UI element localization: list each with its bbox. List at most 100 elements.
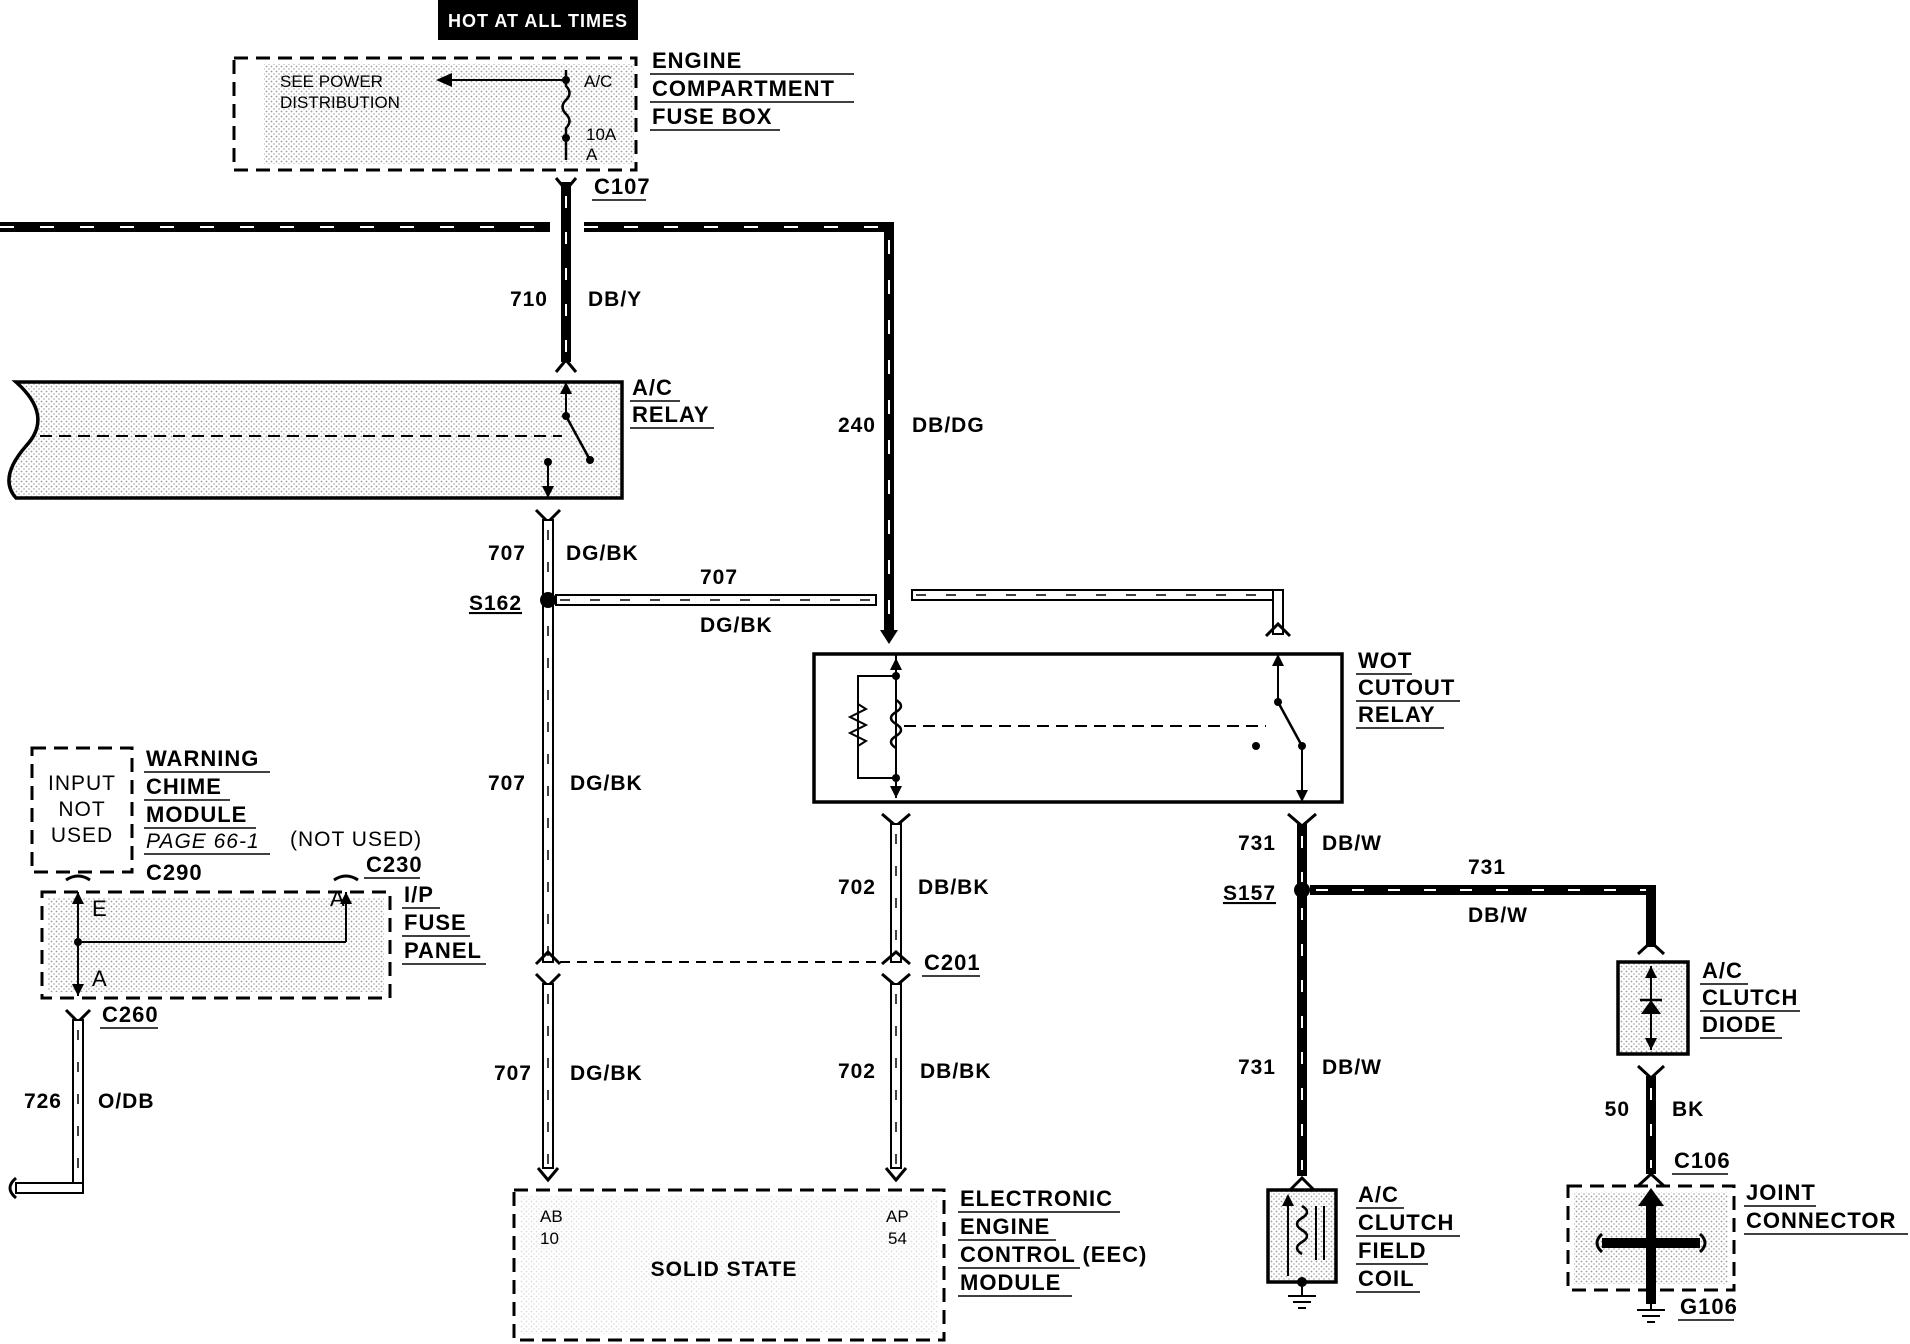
w702-color-2: DB/BK: [920, 1060, 992, 1083]
w702-number-2: 702: [838, 1060, 876, 1083]
fuse-pin: A: [586, 145, 598, 164]
w50-number: 50: [1605, 1098, 1630, 1121]
ac-relay-title-2: RELAY: [632, 402, 710, 427]
wot-relay-title-3: RELAY: [1358, 702, 1436, 727]
w707-number-1: 707: [488, 542, 526, 565]
w240-number: 240: [838, 414, 876, 437]
c107-label: C107: [594, 174, 651, 199]
ac-relay-title-1: A/C: [632, 375, 673, 400]
w731-number-1: 731: [1238, 832, 1276, 855]
eec-pin-ap: AP: [886, 1207, 909, 1226]
c290-label: C290: [146, 860, 203, 885]
wot-cutout-relay: [812, 652, 1344, 804]
input-not-used-1: INPUT: [48, 772, 116, 795]
w707-color-2: DG/BK: [570, 772, 643, 795]
input-not-used-2: NOT: [58, 798, 105, 821]
eec-module: AB 10 AP 54 SOLID STATE: [512, 1188, 946, 1342]
w707-number-3: 707: [494, 1062, 532, 1085]
s162-label: S162: [469, 592, 522, 615]
eec-title-2: ENGINE: [960, 1214, 1050, 1239]
w240-color: DB/DG: [912, 414, 985, 437]
w731-color-2: DB/W: [1322, 1056, 1382, 1079]
wire-710: [554, 177, 578, 373]
c230-label: C230: [366, 852, 423, 877]
fuse-panel-pin-e: E: [92, 896, 108, 921]
w707-number-h: 707: [700, 566, 738, 589]
c201-label: C201: [924, 950, 981, 975]
eec-title-3: CONTROL (EEC): [960, 1242, 1147, 1267]
fuse-name: A/C: [584, 72, 612, 91]
eec-title-1: ELECTRONIC: [960, 1186, 1113, 1211]
w731-number-2: 731: [1238, 1056, 1276, 1079]
joint-title-2: CONNECTOR: [1746, 1208, 1896, 1233]
w707-number-2: 707: [488, 772, 526, 795]
w702-number-1: 702: [838, 876, 876, 899]
input-not-used-3: USED: [51, 824, 113, 847]
ip-fuse-panel: E A A: [40, 874, 392, 1000]
splice-s162: [540, 589, 1292, 638]
hot-at-all-times-banner: HOT AT ALL TIMES: [438, 0, 638, 40]
warning-chime-module: INPUT NOT USED: [30, 746, 134, 874]
g106-label: G106: [1680, 1294, 1738, 1319]
chime-not-used: (NOT USED): [290, 828, 422, 851]
diode-title-3: DIODE: [1702, 1012, 1777, 1037]
fuse-box-title-1: ENGINE: [652, 48, 742, 73]
see-power-line-2: DISTRIBUTION: [280, 93, 400, 112]
wot-relay-title-1: WOT: [1358, 648, 1412, 673]
fuse-panel-title-3: PANEL: [404, 938, 482, 963]
coil-title-4: COIL: [1358, 1266, 1415, 1291]
diode-title-1: A/C: [1702, 958, 1743, 983]
banner-text: HOT AT ALL TIMES: [448, 11, 628, 31]
ac-clutch-diode: [1616, 960, 1690, 1056]
joint-title-1: JOINT: [1746, 1180, 1816, 1205]
wire-731: [1287, 812, 1666, 1192]
w726-color: O/DB: [98, 1090, 155, 1113]
wire-707: [534, 508, 562, 1183]
w731-color-1: DB/W: [1322, 832, 1382, 855]
fuse-box-title-3: FUSE BOX: [652, 104, 772, 129]
wire-702: [881, 812, 911, 1183]
coil-title-1: A/C: [1358, 1182, 1399, 1207]
w710-color: DB/Y: [588, 288, 642, 311]
top-bus-wires: [0, 222, 898, 644]
wot-relay-title-2: CUTOUT: [1358, 675, 1455, 700]
fuse-panel-title-1: I/P: [404, 882, 434, 907]
coil-title-3: FIELD: [1358, 1238, 1427, 1263]
fuse-panel-pin-a: A: [92, 966, 108, 991]
fuse-panel-title-2: FUSE: [404, 910, 467, 935]
eec-body-text: SOLID STATE: [651, 1258, 798, 1281]
w726-number: 726: [24, 1090, 62, 1113]
diode-title-2: CLUTCH: [1702, 985, 1798, 1010]
chime-title-1: WARNING: [146, 746, 259, 771]
fuse-box-title-2: COMPARTMENT: [652, 76, 835, 101]
w702-color-1: DB/BK: [918, 876, 990, 899]
coil-title-2: CLUTCH: [1358, 1210, 1454, 1235]
fuse-panel-pin-a-right: A: [330, 886, 346, 911]
c260-label: C260: [102, 1002, 159, 1027]
w707-color-3: DG/BK: [570, 1062, 643, 1085]
chime-title-3: MODULE: [146, 802, 247, 827]
ac-relay: [7, 380, 624, 500]
chime-page: PAGE 66-1: [146, 830, 260, 853]
c106-label: C106: [1674, 1148, 1731, 1173]
w731-number-h: 731: [1468, 856, 1506, 879]
ac-clutch-field-coil: [1266, 1188, 1338, 1309]
wire-50: [1636, 1064, 1666, 1188]
wire-726: [8, 1008, 92, 1200]
w707-color-1: DG/BK: [566, 542, 639, 565]
eec-title-4: MODULE: [960, 1270, 1061, 1295]
chime-title-2: CHIME: [146, 774, 222, 799]
eec-pin-54: 54: [888, 1229, 907, 1248]
w707-color-h: DG/BK: [700, 614, 773, 637]
see-power-line-1: SEE POWER: [280, 72, 383, 91]
fuse-rating: 10A: [586, 125, 617, 144]
eec-pin-ab: AB: [540, 1207, 563, 1226]
eec-pin-10: 10: [540, 1229, 559, 1248]
w731-color-h: DB/W: [1468, 904, 1528, 927]
s157-label: S157: [1223, 882, 1276, 905]
w710-number: 710: [510, 288, 548, 311]
engine-fuse-box: SEE POWER DISTRIBUTION A/C 10A A: [232, 56, 638, 172]
joint-connector: [1566, 1184, 1736, 1323]
w50-color: BK: [1672, 1098, 1704, 1121]
